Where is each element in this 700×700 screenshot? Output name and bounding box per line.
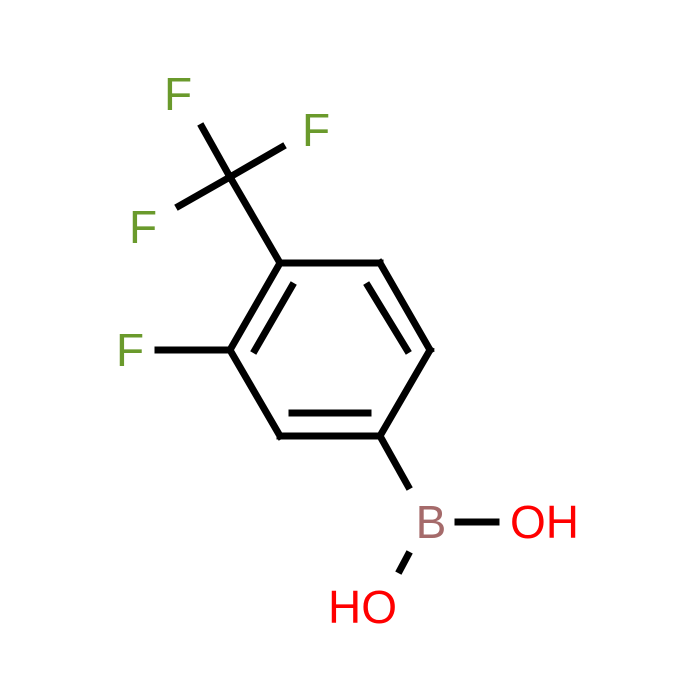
atom-fluorine-cf3-left: F xyxy=(129,201,157,253)
bond-cf3-f-top xyxy=(197,122,235,182)
bond-ring-cf3-carbon xyxy=(225,172,285,268)
ring-bond-c2-c3 xyxy=(375,258,435,355)
ring-bond-c3-c4 xyxy=(375,345,435,441)
ring-bond-c5-c6 xyxy=(225,345,285,441)
ring-double-bond-inner-3 xyxy=(250,281,297,355)
atom-hydroxyl-right: OH xyxy=(510,496,579,548)
bond-cf3-f-right xyxy=(225,142,287,182)
atom-fluorine-cf3-right: F xyxy=(302,104,330,156)
atom-boron: B xyxy=(416,496,447,548)
atom-fluorine-cf3-top: F xyxy=(164,68,192,120)
ring-bond-c6-c1 xyxy=(225,258,285,355)
bond-ring-boron xyxy=(375,431,413,491)
atom-fluorine-ring: F xyxy=(116,324,144,376)
bond-cf3-f-left xyxy=(174,172,235,211)
bond-boron-oh-left xyxy=(395,550,413,575)
atom-hydroxyl-left: HO xyxy=(328,581,397,633)
ring-double-bond-inner-1 xyxy=(363,281,412,355)
